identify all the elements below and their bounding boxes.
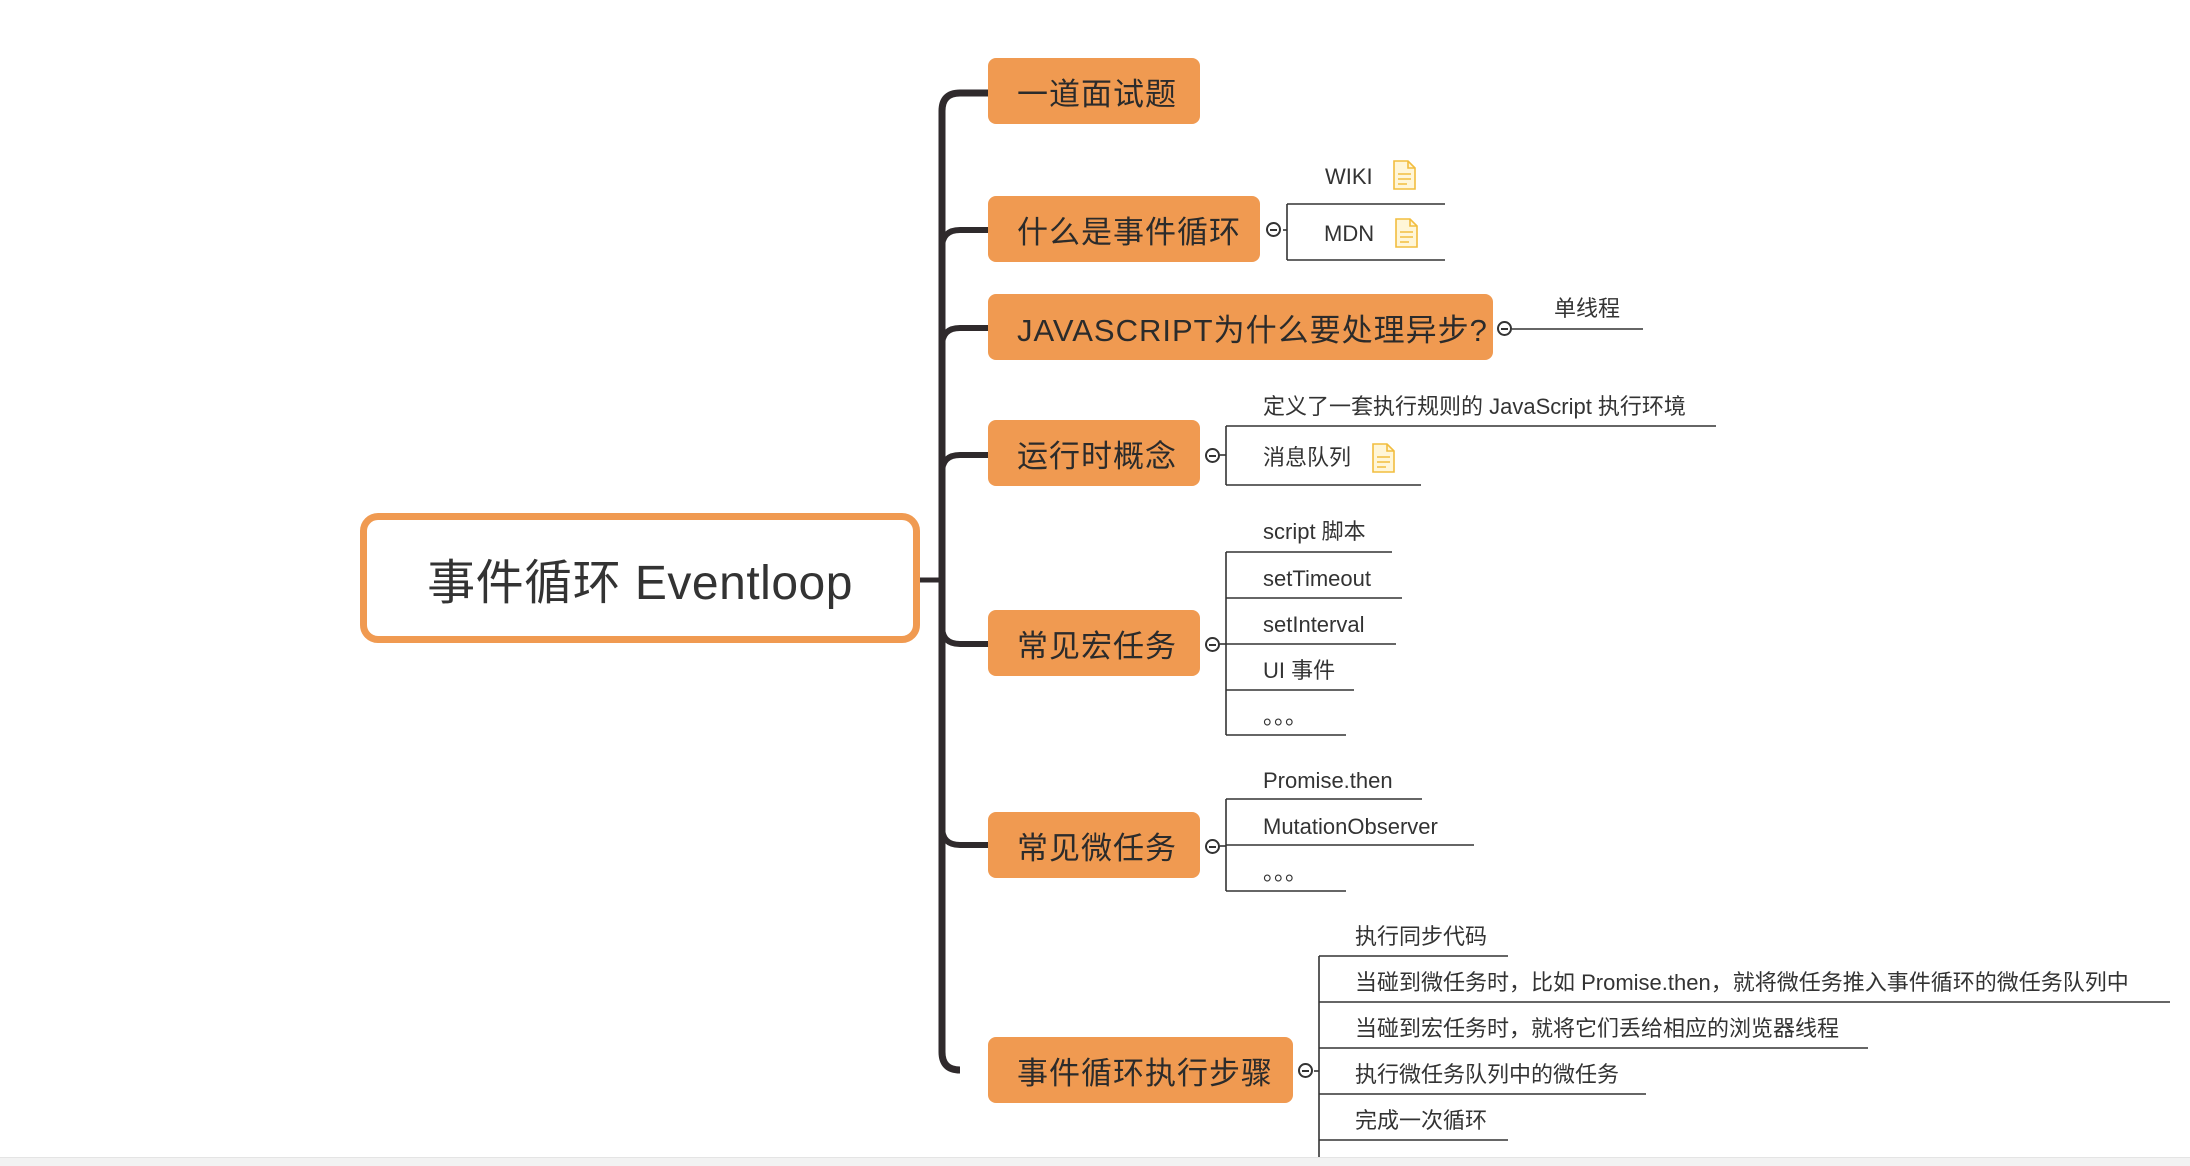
root-topic-label: 事件循环 Eventloop <box>427 557 853 610</box>
note-icon[interactable] <box>1395 218 1418 248</box>
leaf-topic-ellipsis[interactable]: 。。。 <box>1263 704 1307 730</box>
branch-topic-microtasks[interactable]: 常见微任务 <box>988 812 1200 878</box>
leaf-topic-run-microtasks[interactable]: 执行微任务队列中的微任务 <box>1355 1062 1619 1088</box>
leaf-topic-message-queue[interactable]: 消息队列 <box>1263 445 1351 471</box>
trunk-spine <box>938 89 961 1074</box>
branch-topic-execution-steps[interactable]: 事件循环执行步骤 <box>988 1037 1293 1103</box>
branch-topic-label: 运行时概念 <box>1017 438 1177 474</box>
collapse-toggle-icon[interactable] <box>1205 448 1220 463</box>
branch-stub-5 <box>939 625 988 647</box>
leaf-topic-label: 消息队列 <box>1263 445 1352 470</box>
branch-topic-label: 事件循环执行步骤 <box>1017 1055 1273 1091</box>
leaf-topic-label: 执行同步代码 <box>1355 924 1488 949</box>
branch-stub-2 <box>939 227 988 249</box>
leaf-topic-label: WIKI <box>1325 164 1373 189</box>
leaf-topic-label: UI 事件 <box>1263 658 1336 683</box>
leaf-topic-runtime-definition[interactable]: 定义了一套执行规则的 JavaScript 执行环境 <box>1263 394 1686 420</box>
branch-topic-macrotasks[interactable]: 常见宏任务 <box>988 610 1200 676</box>
leaf-topic-mutationobserver[interactable]: MutationObserver <box>1263 814 1438 840</box>
leaf-topic-label: 完成一次循环 <box>1355 1108 1488 1133</box>
leaf-topic-script[interactable]: script 脚本 <box>1263 519 1366 545</box>
leaf-topic-macrotask-dispatch[interactable]: 当碰到宏任务时，就将它们丢给相应的浏览器线程 <box>1355 1016 1839 1042</box>
leaf-topic-setinterval[interactable]: setInterval <box>1263 612 1365 638</box>
leaf-topic-single-thread[interactable]: 单线程 <box>1554 296 1620 322</box>
leaf-topic-label: MDN <box>1324 221 1375 246</box>
leaf-topic-microtask-push[interactable]: 当碰到微任务时，比如 Promise.then，就将微任务推入事件循环的微任务队… <box>1355 970 2129 996</box>
branch-topic-why-async[interactable]: JAVASCRIPT为什么要处理异步? <box>988 294 1493 360</box>
branch-topic-runtime-concepts[interactable]: 运行时概念 <box>988 420 1200 486</box>
leaf-topic-label: 当碰到宏任务时，就将它们丢给相应的浏览器线程 <box>1355 1016 1840 1041</box>
leaf-topic-label: setInterval <box>1263 612 1365 637</box>
collapse-toggle-icon[interactable] <box>1298 1063 1313 1078</box>
canvas-bottom-edge <box>0 1157 2190 1166</box>
branch-topic-label: JAVASCRIPT为什么要处理异步? <box>1017 312 1488 348</box>
branch-stub-3 <box>939 325 988 347</box>
leaf-topic-label: MutationObserver <box>1263 814 1438 839</box>
children-lines-4 <box>1220 425 1716 486</box>
leaf-topic-label: 单线程 <box>1554 296 1621 321</box>
leaf-topic-label: script 脚本 <box>1263 519 1366 544</box>
branch-topic-interview[interactable]: 一道面试题 <box>988 58 1200 124</box>
branch-topic-label: 常见宏任务 <box>1017 628 1177 664</box>
root-topic[interactable]: 事件循环 Eventloop <box>360 513 920 643</box>
leaf-topic-label: 。。。 <box>1263 704 1308 729</box>
leaf-topic-wiki[interactable]: WIKI <box>1325 164 1373 190</box>
branch-stub-4 <box>939 452 988 474</box>
collapse-toggle-icon[interactable] <box>1205 637 1220 652</box>
leaf-topic-mdn[interactable]: MDN <box>1324 221 1374 247</box>
leaf-topic-settimeout[interactable]: setTimeout <box>1263 566 1371 592</box>
children-lines-6 <box>1220 798 1474 892</box>
children-lines-7 <box>1314 955 2170 1160</box>
leaf-topic-label: 执行微任务队列中的微任务 <box>1355 1062 1620 1087</box>
leaf-topic-label: setTimeout <box>1263 566 1372 591</box>
children-lines-5 <box>1220 551 1402 736</box>
branch-stub-6 <box>939 826 988 848</box>
collapse-toggle-icon[interactable] <box>1497 321 1512 336</box>
branch-topic-label: 常见微任务 <box>1017 830 1177 866</box>
branch-topic-label: 什么是事件循环 <box>1017 214 1241 250</box>
leaf-topic-complete-loop[interactable]: 完成一次循环 <box>1355 1108 1487 1134</box>
leaf-topic-label: 。。。 <box>1263 860 1308 885</box>
leaf-topic-label: Promise.then <box>1263 768 1393 793</box>
collapse-toggle-icon[interactable] <box>1205 839 1220 854</box>
branch-topic-what-is-event-loop[interactable]: 什么是事件循环 <box>988 196 1260 262</box>
leaf-topic-label: 定义了一套执行规则的 JavaScript 执行环境 <box>1263 394 1686 419</box>
leaf-topic-ellipsis[interactable]: 。。。 <box>1263 860 1307 886</box>
note-icon[interactable] <box>1393 160 1416 190</box>
leaf-topic-promise-then[interactable]: Promise.then <box>1263 768 1393 794</box>
children-lines-2 <box>1283 203 1445 261</box>
leaf-topic-ui-event[interactable]: UI 事件 <box>1263 658 1335 684</box>
leaf-topic-label: 当碰到微任务时，比如 Promise.then，就将微任务推入事件循环的微任务队… <box>1355 970 2129 995</box>
leaf-topic-sync-code[interactable]: 执行同步代码 <box>1355 924 1487 950</box>
note-icon[interactable] <box>1372 443 1395 473</box>
collapse-toggle-icon[interactable] <box>1266 222 1281 237</box>
branch-topic-label: 一道面试题 <box>1017 76 1177 112</box>
